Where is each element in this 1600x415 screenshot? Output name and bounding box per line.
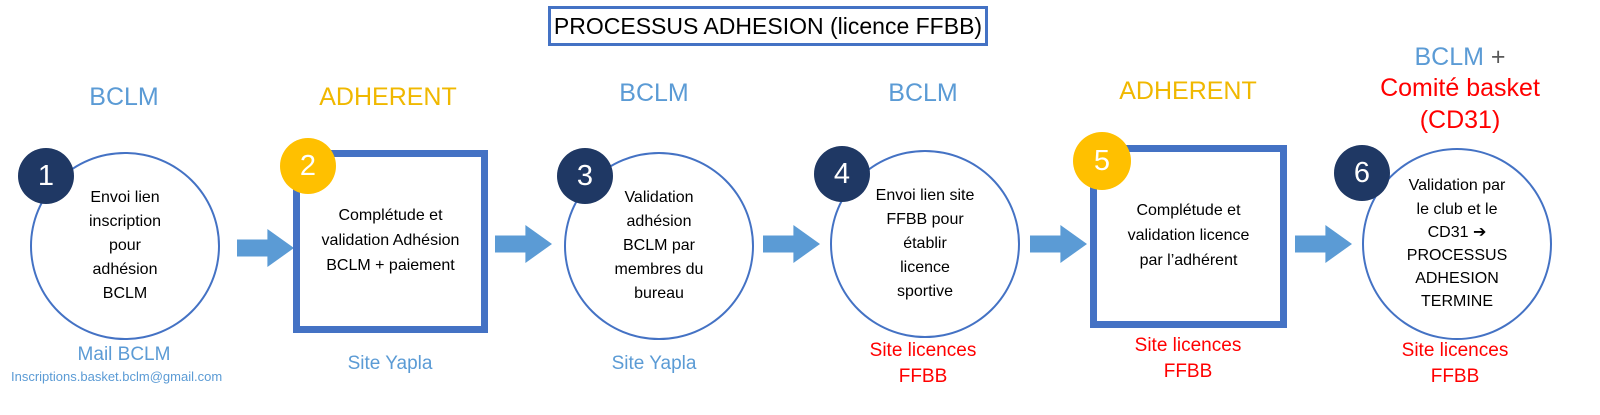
step-6-actor-line2: Comité basket (1380, 74, 1540, 103)
flow-arrow-3 (763, 225, 820, 263)
flow-arrow-2 (495, 225, 552, 263)
step-3-badge: 3 (557, 148, 613, 204)
step-3-actor: BCLM (619, 79, 689, 107)
step-5-text: Complétude et validation licence par l’a… (1127, 202, 1250, 269)
arrow-right-icon: ➔ (1472, 223, 1487, 241)
step-6-actor-plus: + (1490, 43, 1506, 71)
step-5-tool: Site licences FFBB (1134, 335, 1242, 382)
step-5-actor: ADHERENT (1119, 77, 1257, 105)
step-3-number: 3 (576, 159, 594, 192)
step-6-number: 6 (1353, 156, 1371, 189)
step-6-actor-bclm: BCLM (1414, 43, 1484, 71)
step-6-circle: Validation par le club et le CD31 ➔ PROC… (1362, 148, 1552, 340)
step-2-badge: 2 (280, 138, 336, 194)
step-4-circle: Envoi lien site FFBB pour établir licenc… (830, 150, 1020, 338)
step-4-badge: 4 (814, 146, 870, 202)
step-2-tool: Site Yapla (347, 353, 433, 374)
step-6-text-part2: PROCESSUS ADHESION TERMINE (1406, 247, 1508, 311)
diagram-title: PROCESSUS ADHESION (licence FFBB) (548, 6, 988, 46)
step-4-actor: BCLM (888, 79, 958, 107)
step-6-text-part1: Validation par le club et le CD31 (1408, 177, 1506, 241)
step-1-text: Envoi lien inscription pour adhésion BCL… (88, 189, 162, 302)
step-2-actor: ADHERENT (319, 83, 457, 111)
step-1-actor: BCLM (89, 83, 159, 111)
step-2-text: Complétude et validation Adhésion BCLM +… (321, 207, 460, 274)
step-6-tool: Site licences FFBB (1401, 340, 1509, 387)
step-1-badge: 1 (18, 148, 74, 204)
step-1-email: Inscriptions.basket.bclm@gmail.com (11, 369, 223, 384)
flow-arrow-4 (1030, 225, 1087, 263)
step-6-actor-line3: (CD31) (1419, 105, 1501, 134)
flow-arrow-1 (237, 229, 294, 267)
diagram-title-text: PROCESSUS ADHESION (licence FFBB) (553, 12, 983, 39)
step-5-number: 5 (1093, 144, 1111, 177)
step-2-number: 2 (299, 149, 317, 182)
step-4-tool: Site licences FFBB (869, 340, 977, 387)
step-6-text: Validation par le club et le CD31 ➔ PROC… (1407, 174, 1507, 313)
step-2-box: Complétude et validation Adhésion BCLM +… (293, 150, 488, 333)
step-1-circle: Envoi lien inscription pour adhésion BCL… (30, 152, 220, 340)
step-1-tool: Mail BCLM (77, 344, 171, 365)
step-1-number: 1 (37, 159, 55, 192)
step-3-circle: Validation adhésion BCLM par membres du … (564, 152, 754, 340)
step-4-text: Envoi lien site FFBB pour établir licenc… (875, 187, 975, 300)
step-5-badge: 5 (1073, 132, 1131, 190)
flow-arrow-5 (1295, 225, 1352, 263)
step-6-actor: BCLM + Comité basket (CD31) (1360, 42, 1560, 136)
step-3-text: Validation adhésion BCLM par membres du … (614, 189, 704, 302)
step-4-number: 4 (833, 157, 851, 190)
step-6-actor-line1: BCLM + (1360, 42, 1560, 73)
step-3-tool: Site Yapla (611, 353, 697, 374)
step-6-badge: 6 (1334, 145, 1390, 201)
